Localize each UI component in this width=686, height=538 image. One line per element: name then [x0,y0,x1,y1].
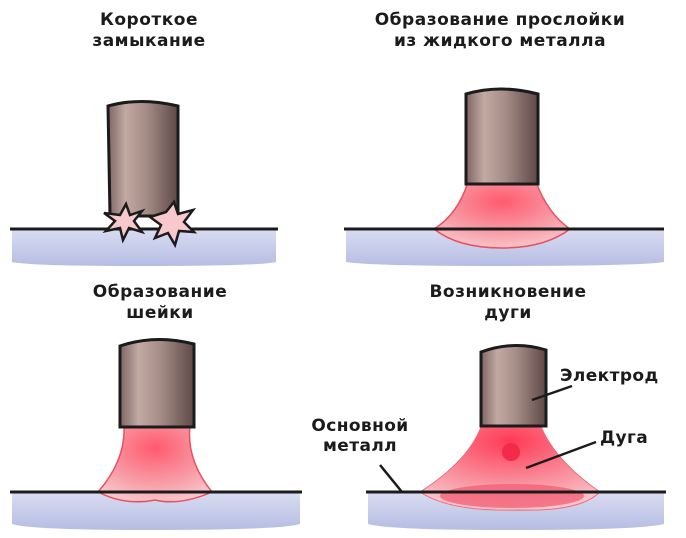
label-arc: Дуга [600,428,648,448]
base-metal-plate [12,229,276,266]
title-line: шейки [60,303,260,324]
label-base-metal: Основной металл [300,416,420,456]
weld-pool [440,484,584,508]
label-electrode: Электрод [560,366,659,386]
label-line: Основной [300,416,420,436]
title-line: из жидкого металла [322,31,678,52]
panel-title-short-circuit: Короткое замыкание [54,10,244,52]
title-line: дуги [400,303,616,324]
panel-short-circuit [10,102,278,267]
molten-neck [98,425,212,502]
title-line: замыкание [54,31,244,52]
base-metal-leader [380,465,402,492]
electrode [466,89,538,184]
title-line: Образование прослойки [322,10,678,31]
panel-title-neck: Образование шейки [60,282,260,324]
electrode [120,339,194,427]
title-line: Возникновение [400,282,616,303]
panel-title-arc: Возникновение дуги [400,282,616,324]
label-line: металл [300,436,420,456]
panel-title-liquid-layer: Образование прослойки из жидкого металла [322,10,678,52]
electrode [481,345,546,426]
electrode [108,102,178,217]
panel-liquid-layer [344,89,664,266]
molten-metal-layer [434,182,570,248]
metal-droplet [502,443,520,461]
title-line: Короткое [54,10,244,31]
panel-neck [10,339,302,530]
title-line: Образование [60,282,260,303]
